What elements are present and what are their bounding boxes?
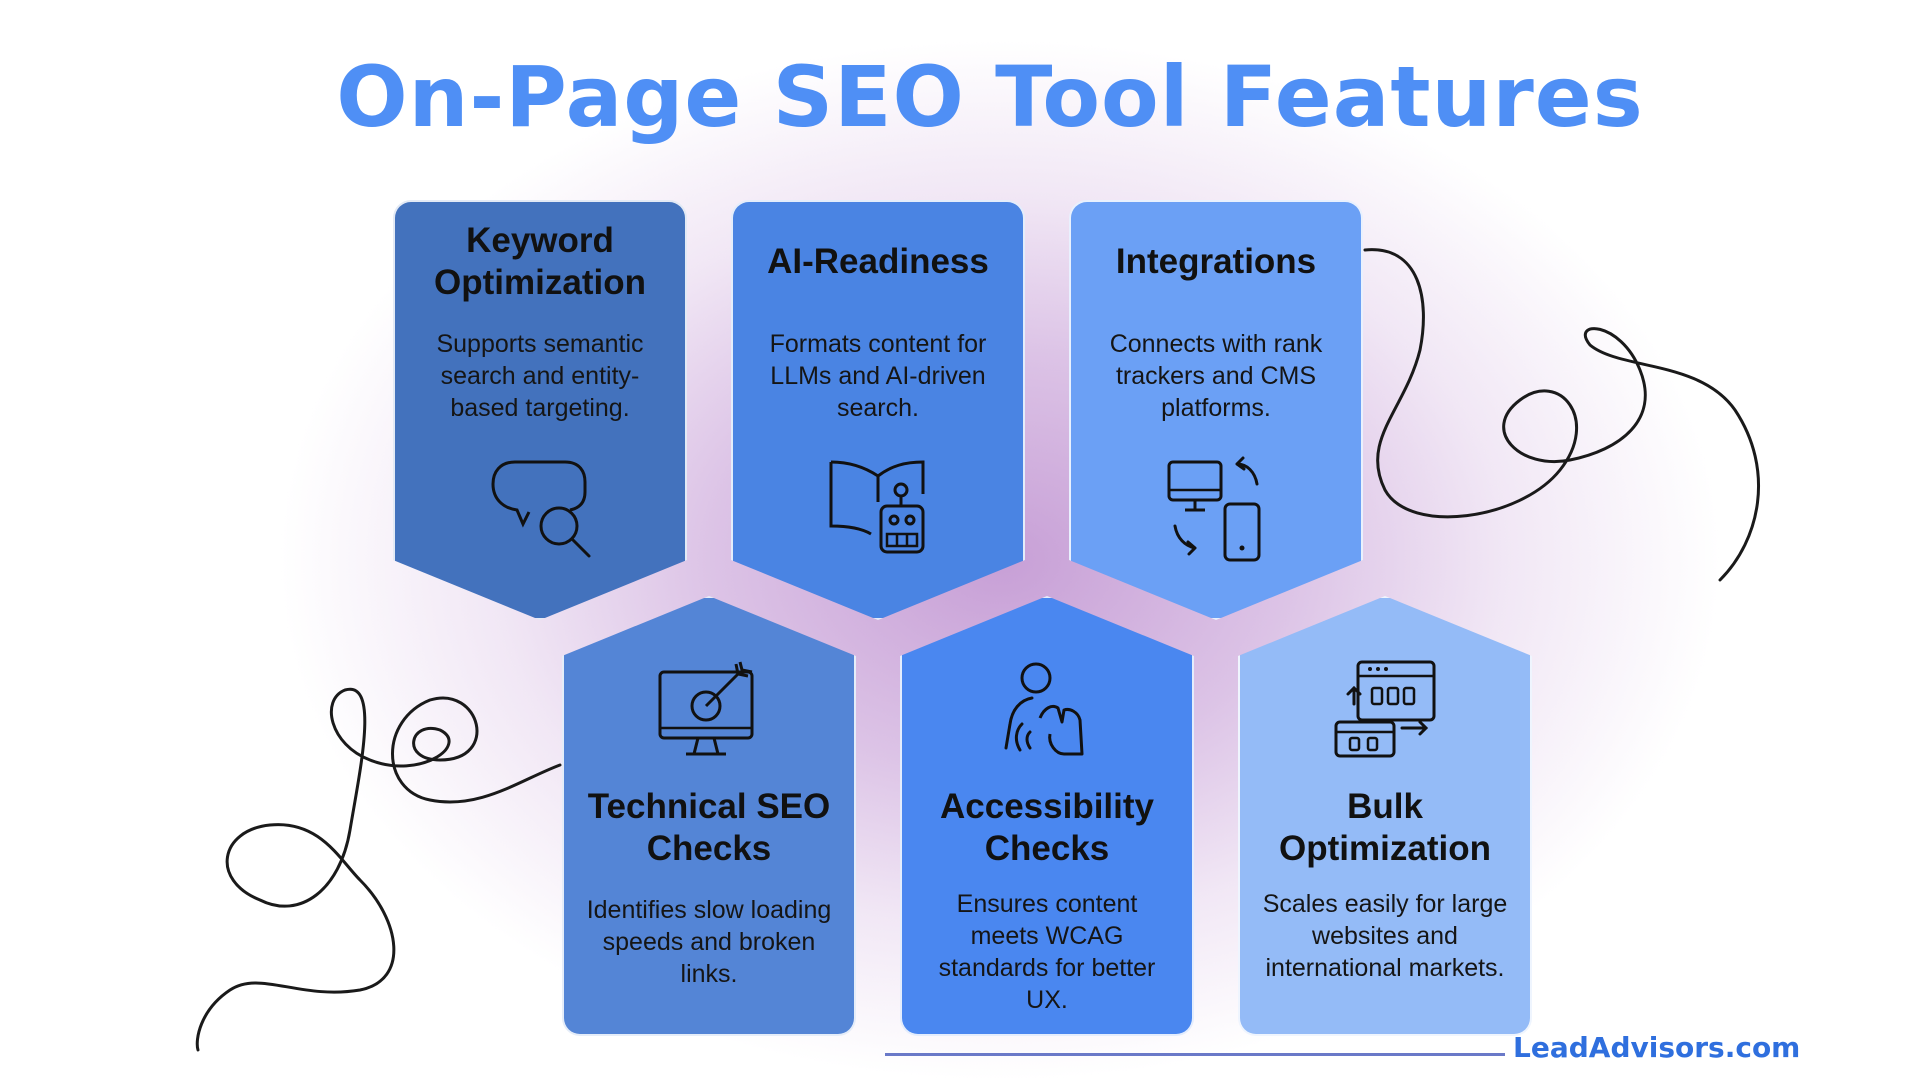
monitor-target-icon <box>658 661 754 756</box>
brand-link[interactable]: LeadAdvisors.com <box>1513 1031 1801 1064</box>
right-squiggle <box>1363 248 1761 582</box>
card-description: Identifies slow loading speeds and broke… <box>586 896 832 988</box>
card-title: Technical SEO Checks <box>587 787 831 868</box>
devices-sync-icon <box>1167 456 1261 562</box>
brand-divider <box>885 1053 1505 1056</box>
card-title: Integrations <box>1115 242 1317 281</box>
card-title: Bulk Optimization <box>1279 787 1491 868</box>
card-description: Ensures content meets WCAG standards for… <box>938 890 1156 1014</box>
card-keyword-optimization: Keyword Optimization Supports semantic s… <box>393 200 687 620</box>
bulk-windows-icon <box>1334 660 1436 758</box>
card-accessibility-checks: Accessibility Checks Ensures content mee… <box>900 596 1194 1036</box>
card-integrations: Integrations Connects with rank trackers… <box>1069 200 1363 620</box>
card-title: Keyword Optimization <box>434 221 646 302</box>
card-bulk-optimization: Bulk Optimization Scales easily for larg… <box>1238 596 1532 1036</box>
person-touch-icon <box>1004 662 1084 756</box>
card-title: Accessibility Checks <box>940 787 1154 868</box>
card-title: AI-Readiness <box>767 242 989 281</box>
book-robot-icon <box>829 460 925 554</box>
card-description: Connects with rank trackers and CMS plat… <box>1109 330 1323 422</box>
chat-search-icon <box>491 460 591 558</box>
card-description: Supports semantic search and entity-base… <box>436 330 644 422</box>
card-description: Formats content for LLMs and AI-driven s… <box>769 330 987 422</box>
card-technical-seo-checks: Technical SEO Checks Identifies slow loa… <box>562 596 856 1036</box>
page-title: On-Page SEO Tool Features <box>336 48 1644 146</box>
card-ai-readiness: AI-Readiness Formats content for LLMs an… <box>731 200 1025 620</box>
card-description: Scales easily for large websites and int… <box>1262 890 1508 982</box>
left-squiggle <box>195 687 562 1052</box>
